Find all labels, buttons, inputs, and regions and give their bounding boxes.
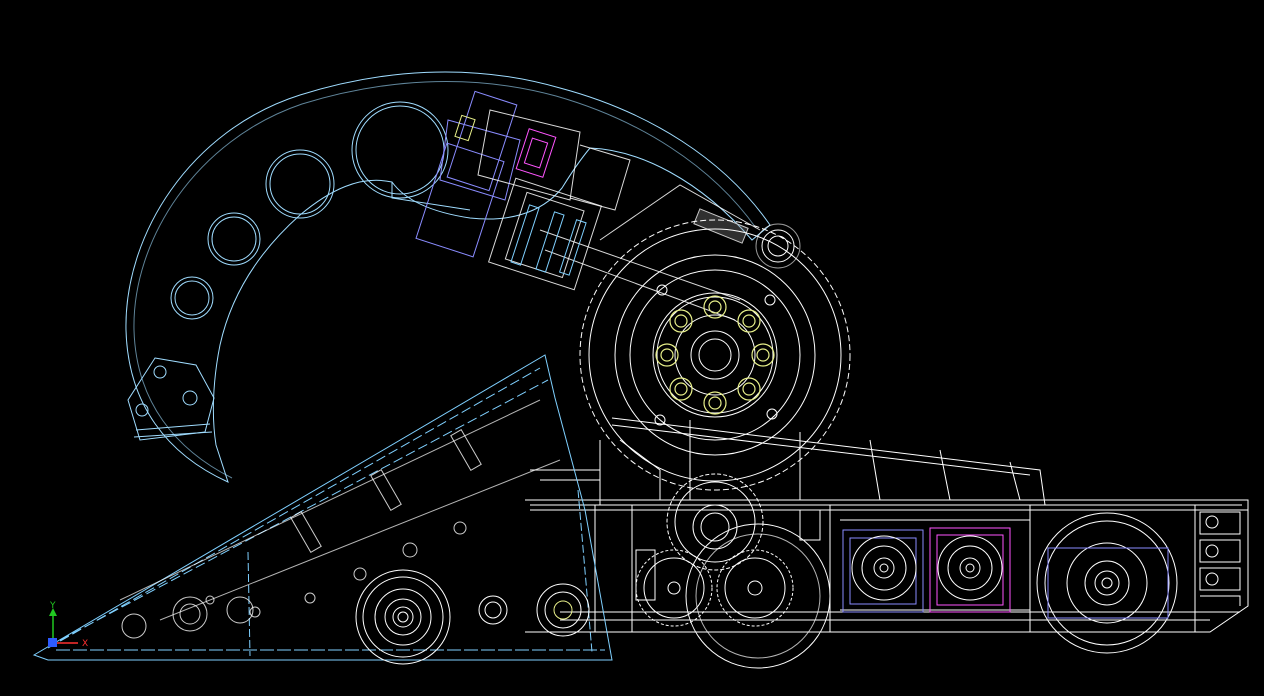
gear-bolt-circle xyxy=(655,295,775,415)
arm-grey-spacer xyxy=(693,208,749,244)
axis-y-label: Y xyxy=(49,601,56,611)
axis-x-label: X xyxy=(82,639,88,649)
chassis-frame[interactable] xyxy=(525,417,1249,633)
front-pulley[interactable] xyxy=(355,569,451,665)
axis-triad: Y X xyxy=(48,601,88,649)
idler-pulleys xyxy=(478,583,590,637)
main-arm-gear[interactable] xyxy=(579,219,851,491)
arm-lightening-hole-3 xyxy=(170,276,214,320)
arm-big-hole xyxy=(351,101,449,199)
rear-wheel[interactable] xyxy=(1036,512,1178,654)
lifter-arm[interactable] xyxy=(125,71,771,483)
arm-lightening-hole-2 xyxy=(207,212,261,266)
arm-mechanism[interactable] xyxy=(415,90,801,321)
arm-magenta-controller xyxy=(515,128,557,178)
front-wedge[interactable] xyxy=(32,354,613,661)
gearbox-drive[interactable] xyxy=(635,473,831,669)
motor-magenta[interactable] xyxy=(929,527,1011,613)
motor-magenta-internals xyxy=(937,535,1003,601)
motor-blue-internals xyxy=(851,535,917,601)
arm-lightening-hole-1 xyxy=(265,149,335,219)
arm-yellow-part xyxy=(454,114,476,142)
